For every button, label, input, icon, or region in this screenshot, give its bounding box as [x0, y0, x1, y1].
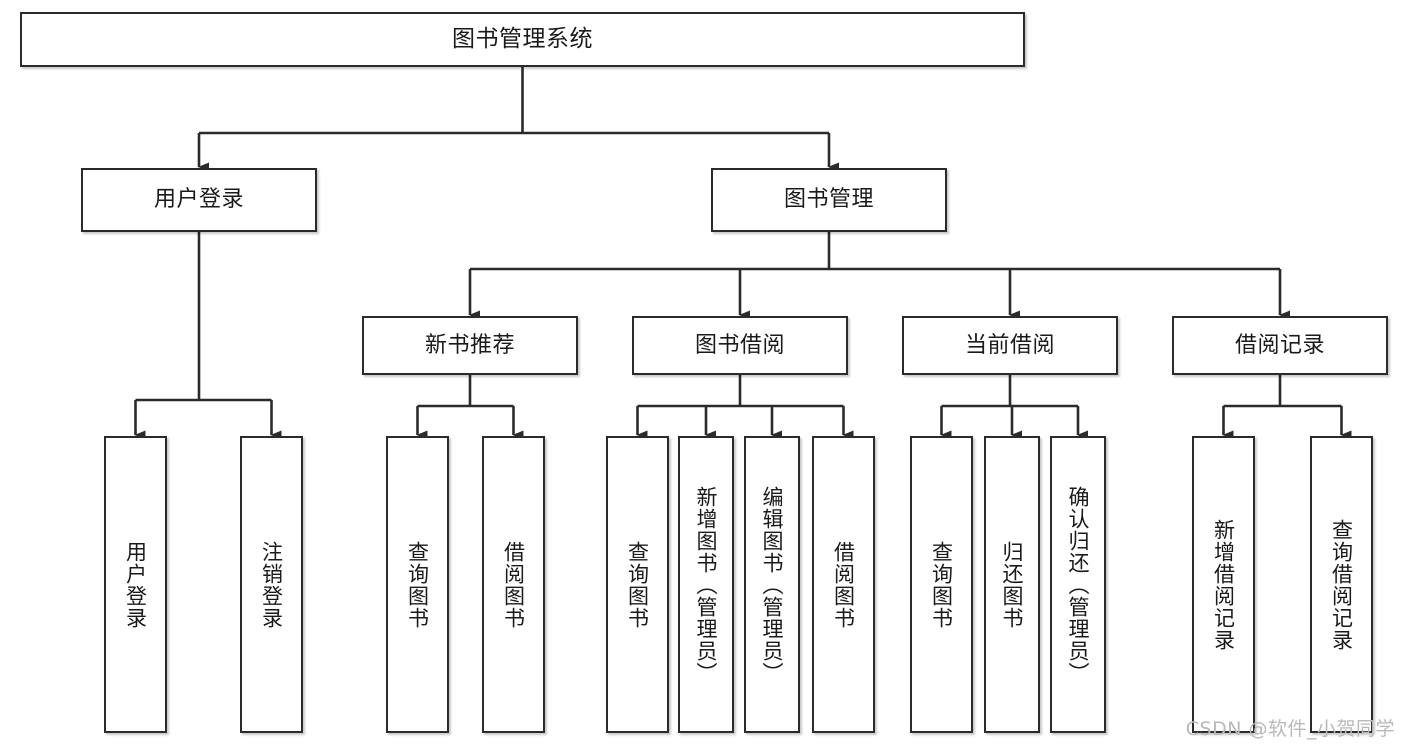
node-book-borrow[interactable]: 图书借阅: [632, 316, 848, 375]
leaf-borrow-book-2-label: 借阅图书: [831, 540, 856, 629]
node-borrow-record[interactable]: 借阅记录: [1172, 316, 1388, 375]
node-root[interactable]: 图书管理系统: [20, 12, 1025, 67]
leaf-query-book-3-label: 查询图书: [929, 540, 954, 629]
leaf-user-login-label: 用户登录: [123, 540, 148, 629]
leaf-query-borrow-record[interactable]: 查询借阅记录: [1310, 436, 1373, 733]
leaf-edit-book-admin-label: 编辑图书（管理员）: [760, 485, 785, 684]
csdn-watermark: CSDN @软件_小贺同学: [1185, 718, 1395, 740]
node-borrow-record-label: 借阅记录: [1234, 332, 1325, 358]
leaf-add-book-admin-label: 新增图书（管理员）: [694, 485, 719, 684]
leaf-add-borrow-record-label: 新增借阅记录: [1211, 518, 1236, 651]
leaf-add-borrow-record[interactable]: 新增借阅记录: [1192, 436, 1255, 733]
node-root-label: 图书管理系统: [452, 25, 593, 52]
leaf-borrow-book-1-label: 借阅图书: [501, 540, 526, 629]
node-book-manage[interactable]: 图书管理: [711, 168, 947, 232]
leaf-confirm-return-admin[interactable]: 确认归还（管理员）: [1050, 436, 1106, 733]
node-user-login-label: 用户登录: [153, 187, 244, 213]
node-user-login[interactable]: 用户登录: [81, 168, 317, 232]
node-new-book-recommend-label: 新书推荐: [424, 332, 515, 358]
leaf-query-borrow-record-label: 查询借阅记录: [1329, 518, 1354, 651]
leaf-edit-book-admin[interactable]: 编辑图书（管理员）: [744, 436, 800, 733]
leaf-query-book-1-label: 查询图书: [405, 540, 430, 629]
leaf-query-book-2-label: 查询图书: [625, 540, 650, 629]
leaf-query-book-2[interactable]: 查询图书: [606, 436, 669, 733]
node-book-manage-label: 图书管理: [783, 187, 874, 213]
node-new-book-recommend[interactable]: 新书推荐: [362, 316, 578, 375]
node-current-borrow-label: 当前借阅: [964, 332, 1055, 358]
leaf-user-logout[interactable]: 注销登录: [240, 436, 303, 733]
leaf-user-login[interactable]: 用户登录: [104, 436, 167, 733]
node-current-borrow[interactable]: 当前借阅: [902, 316, 1118, 375]
leaf-borrow-book-1[interactable]: 借阅图书: [482, 436, 545, 733]
leaf-return-book-label: 归还图书: [1000, 540, 1025, 629]
node-book-borrow-label: 图书借阅: [694, 332, 785, 358]
leaf-query-book-1[interactable]: 查询图书: [386, 436, 449, 733]
leaf-borrow-book-2[interactable]: 借阅图书: [812, 436, 875, 733]
leaf-user-logout-label: 注销登录: [259, 540, 284, 629]
leaf-confirm-return-admin-label: 确认归还（管理员）: [1066, 485, 1091, 684]
leaf-return-book[interactable]: 归还图书: [984, 436, 1040, 733]
leaf-query-book-3[interactable]: 查询图书: [910, 436, 973, 733]
leaf-add-book-admin[interactable]: 新增图书（管理员）: [678, 436, 734, 733]
